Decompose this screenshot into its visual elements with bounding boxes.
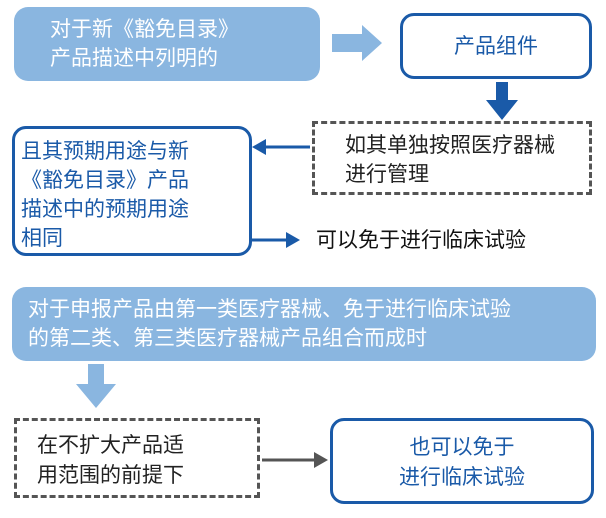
also-exempt-line-1: 也可以免于 xyxy=(409,435,515,459)
no-scope-expansion-line-2: 用范围的前提下 xyxy=(37,463,184,487)
same-intended-use-line-3: 描述中的预期用途 xyxy=(21,197,189,221)
managed-as-device-line-2: 进行管理 xyxy=(345,162,429,186)
managed-as-device-line-1: 如其单独按照医疗器械 xyxy=(345,133,555,157)
no-scope-expansion-box: 在不扩大产品适 用范围的前提下 xyxy=(14,418,260,498)
combined-product-line-2: 的第二类、第三类医疗器械产品组合而成时 xyxy=(28,326,427,350)
no-scope-expansion-line-1: 在不扩大产品适 xyxy=(37,433,184,457)
also-exempt-line-2: 进行临床试验 xyxy=(399,465,525,489)
novel-catalog-product-line-1: 对于新《豁免目录》 xyxy=(50,17,239,41)
same-intended-use-line-4: 相同 xyxy=(21,226,63,250)
combined-product-box: 对于申报产品由第一类医疗器械、免于进行临床试验 的第二类、第三类医疗器械产品组合… xyxy=(12,287,596,361)
same-intended-use-line-2: 《豁免目录》产品 xyxy=(21,168,189,192)
arrow-to-managed-as-device xyxy=(486,82,518,120)
arrow-to-same-intended-use-head xyxy=(252,139,266,155)
also-exempt-box: 也可以免于 进行临床试验 xyxy=(330,418,594,504)
exempt-trial-text: 可以免于进行临床试验 xyxy=(316,228,526,252)
arrow-to-no-scope-expansion xyxy=(76,364,116,408)
product-component-label: 产品组件 xyxy=(454,34,538,58)
arrow-to-product-component xyxy=(332,25,382,61)
same-intended-use-box: 且其预期用途与新 《豁免目录》产品 描述中的预期用途 相同 xyxy=(12,126,252,256)
same-intended-use-line-1: 且其预期用途与新 xyxy=(21,139,189,163)
product-component-box: 产品组件 xyxy=(400,13,592,79)
managed-as-device-box: 如其单独按照医疗器械 进行管理 xyxy=(312,121,592,195)
combined-product-line-1: 对于申报产品由第一类医疗器械、免于进行临床试验 xyxy=(28,297,511,321)
novel-catalog-product-line-2: 产品描述中列明的 xyxy=(50,46,218,70)
arrow-to-also-exempt-head xyxy=(314,452,328,468)
novel-catalog-product-box: 对于新《豁免目录》 产品描述中列明的 xyxy=(14,7,320,81)
arrow-to-exempt-trial-head xyxy=(286,232,300,248)
